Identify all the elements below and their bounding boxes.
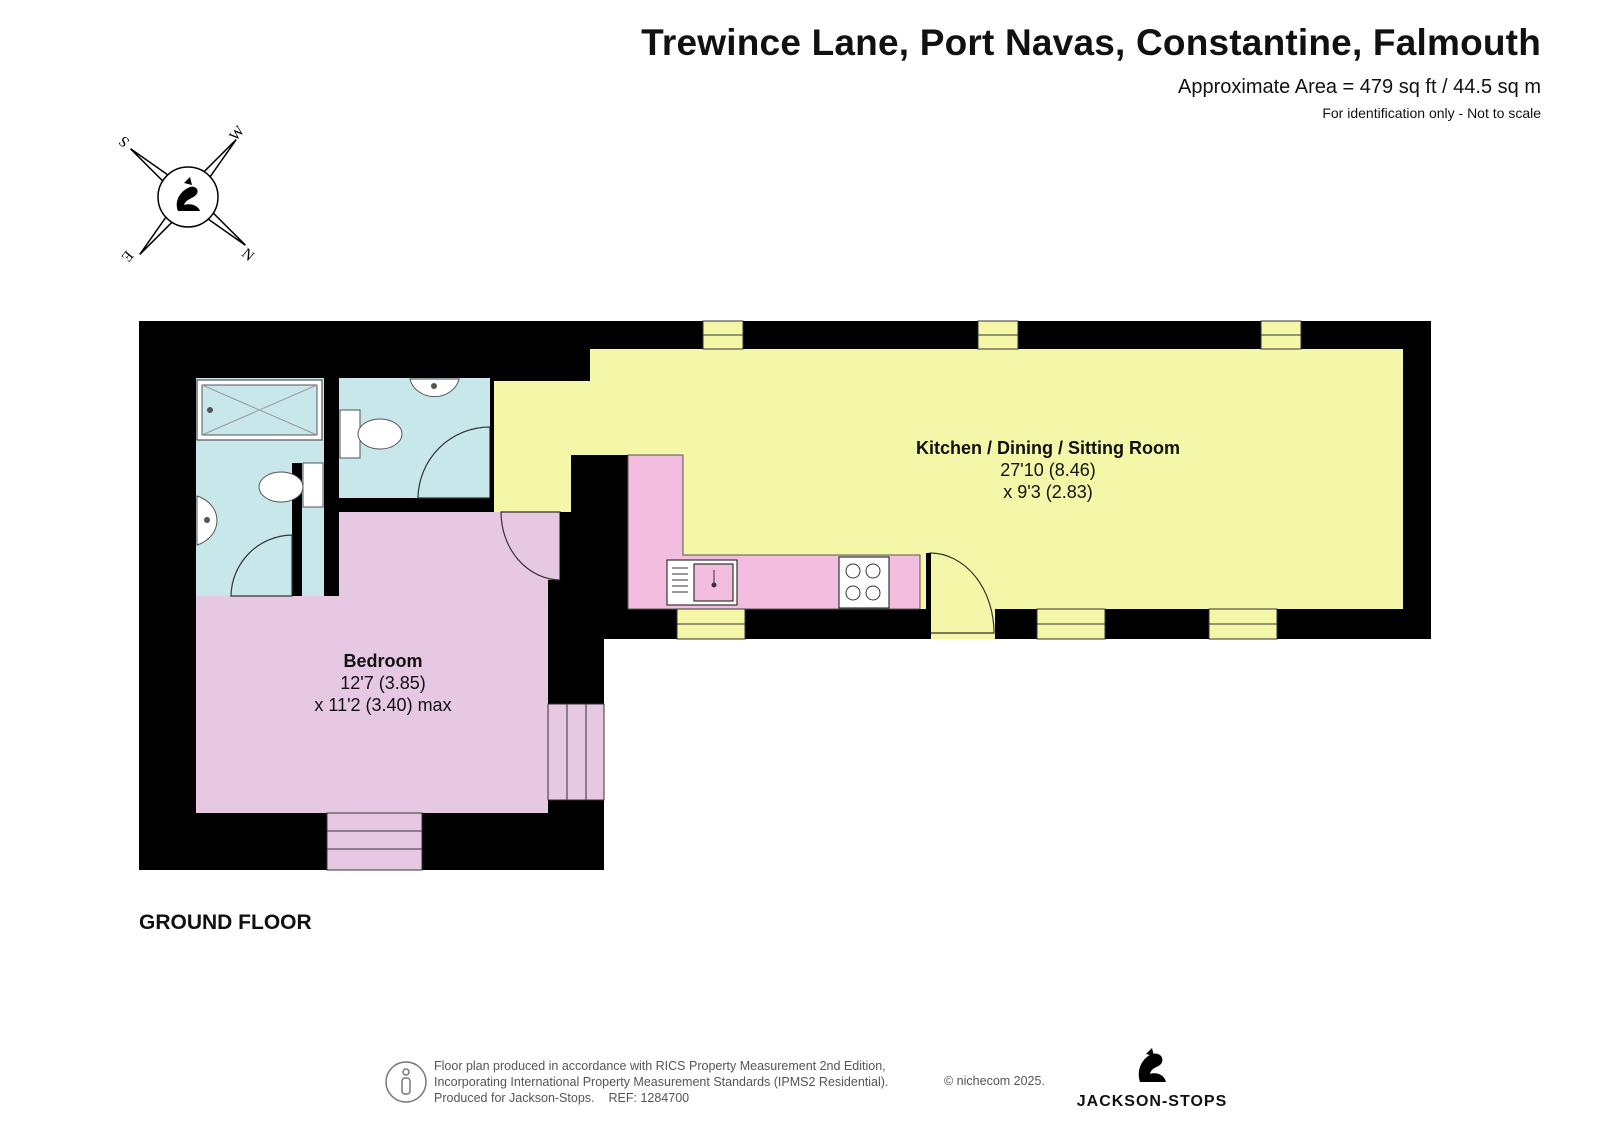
window-icon — [676, 608, 1278, 640]
bath-icon — [196, 379, 323, 441]
bedroom-door-frame — [560, 512, 565, 580]
bedroom-dimension-1: 12'7 (3.85) — [340, 673, 426, 693]
bedroom-label: Bedroom 12'7 (3.85) x 11'2 (3.40) max — [283, 650, 483, 716]
kitchen-room — [628, 349, 1403, 609]
hallway-door-gap — [571, 455, 628, 485]
front-door-icon — [929, 552, 995, 634]
kitchen-dimension-2: x 9'3 (2.83) — [1003, 482, 1093, 502]
wc-basin-icon — [409, 378, 460, 398]
toilet-icon — [258, 462, 324, 508]
header: Trewince Lane, Port Navas, Constantine, … — [641, 22, 1541, 121]
wc-toilet-icon — [339, 409, 403, 459]
compass-north: N — [238, 246, 257, 265]
brand-logo: JACKSON-STOPS — [1072, 1046, 1232, 1111]
hallway — [494, 349, 628, 512]
wc-door-frame — [490, 427, 494, 498]
bathroom-door-icon — [230, 534, 293, 597]
rics-logo-icon — [385, 1061, 427, 1103]
bathroom-partition — [292, 463, 302, 596]
footer-line-2: Incorporating International Property Mea… — [434, 1075, 889, 1089]
front-door-frame — [926, 553, 931, 639]
compass-rose-icon: N E S W — [116, 125, 257, 265]
approximate-area: Approximate Area = 479 sq ft / 44.5 sq m — [1178, 76, 1541, 98]
disclaimer-note: For identification only - Not to scale — [1322, 105, 1541, 121]
page-title: Trewince Lane, Port Navas, Constantine, … — [641, 22, 1541, 63]
brand-name: JACKSON-STOPS — [1076, 1093, 1228, 1110]
footer-line-3: Produced for Jackson-Stops. — [434, 1091, 595, 1105]
footer-copyright: © nichecom 2025. — [944, 1074, 1045, 1088]
compass-west: W — [227, 125, 249, 144]
window-icon — [326, 703, 605, 871]
sink-icon — [666, 559, 738, 606]
footer-line-1: Floor plan produced in accordance with R… — [434, 1059, 886, 1073]
footer-ref: REF: 1284700 — [608, 1091, 690, 1105]
jackson-stops-logo-icon — [1138, 1048, 1166, 1082]
kitchen-label: Kitchen / Dining / Sitting Room 27'10 (8… — [848, 437, 1248, 503]
kitchen-dimension-1: 27'10 (8.46) — [1000, 460, 1096, 480]
compass-east: E — [118, 247, 136, 264]
bedroom-room — [196, 512, 560, 813]
bedroom-door-icon — [500, 511, 561, 581]
kitchen-name: Kitchen / Dining / Sitting Room — [916, 438, 1180, 458]
basin-icon — [196, 495, 218, 546]
compass-south: S — [116, 132, 133, 150]
bedroom-dimension-2: x 11'2 (3.40) max — [314, 695, 452, 715]
bedroom-name: Bedroom — [343, 651, 423, 671]
footer: Floor plan produced in accordance with R… — [384, 1058, 1224, 1118]
footer-text: Floor plan produced in accordance with R… — [434, 1058, 888, 1106]
hob-icon — [838, 556, 890, 609]
wc-door-icon — [417, 426, 491, 499]
window-icon — [702, 320, 1302, 350]
floor-label: GROUND FLOOR — [139, 911, 312, 934]
